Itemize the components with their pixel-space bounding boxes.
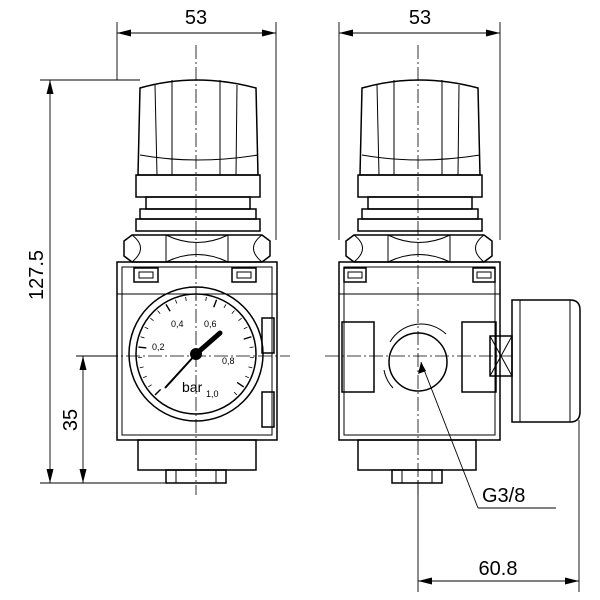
side-body xyxy=(338,261,501,484)
pressure-gauge: 0,2 0,4 0,6 0,8 1,0 bar xyxy=(128,286,264,422)
port-opening xyxy=(383,323,448,392)
gauge-tick xyxy=(142,375,147,379)
gauge-tick xyxy=(236,381,245,388)
gauge-tick xyxy=(205,296,207,301)
dim-side-width: 53 xyxy=(338,7,501,240)
gauge-tick xyxy=(213,299,218,308)
thread-label: G3/8 xyxy=(482,485,525,507)
side-hex-nut xyxy=(345,234,493,263)
dim-total-height: 127.5 xyxy=(26,79,170,484)
side-knob xyxy=(357,79,483,232)
dim-side-width-label: 53 xyxy=(409,7,431,29)
gauge-tick xyxy=(245,375,250,379)
front-knob xyxy=(135,79,261,232)
gauge-tick xyxy=(243,326,248,330)
gauge-ticks xyxy=(138,296,254,396)
dim-depth-label: 60.8 xyxy=(479,558,518,580)
dim-port-height-label: 35 xyxy=(60,409,82,431)
gauge-tick-label-2: 0,4 xyxy=(171,319,184,329)
side-view: G3/8 xyxy=(325,45,581,509)
gauge-tick xyxy=(231,310,235,314)
gauge-tick xyxy=(223,304,227,308)
front-view: 0,2 0,4 0,6 0,8 1,0 bar xyxy=(104,45,290,495)
gauge-tick xyxy=(243,336,252,340)
gauge-unit-label: bar xyxy=(182,379,203,395)
gauge-tick xyxy=(140,336,145,339)
dim-front-width: 53 xyxy=(116,7,277,240)
gauge-tick xyxy=(150,317,154,322)
front-body xyxy=(116,261,278,484)
gauge-tick xyxy=(185,296,187,301)
gauge-hub xyxy=(190,348,202,360)
gauge-tick-label-4: 0,8 xyxy=(222,356,235,366)
dim-depth: 60.8 xyxy=(417,420,580,592)
gauge-tick xyxy=(148,384,152,388)
gauge-tick xyxy=(233,391,238,396)
gauge-tick-label-5: 1,0 xyxy=(206,389,219,399)
dim-front-width-label: 53 xyxy=(185,7,207,29)
front-hex-nut xyxy=(123,234,271,263)
gauge-tick xyxy=(139,366,144,369)
gauge-tick xyxy=(248,366,253,369)
gauge-tick-label-1: 0,2 xyxy=(152,342,165,352)
gauge-tick-label-3: 0,6 xyxy=(204,319,217,329)
side-gauge xyxy=(489,299,581,423)
dim-total-height-label: 127.5 xyxy=(26,250,48,300)
gauge-tick xyxy=(165,304,171,312)
thread-leader: G3/8 xyxy=(418,361,556,509)
gauge-tick xyxy=(138,346,147,349)
dim-port-height: 35 xyxy=(60,355,118,483)
gauge-tick xyxy=(238,317,242,322)
gauge-tick xyxy=(144,326,149,330)
gauge-tick xyxy=(154,388,162,396)
gauge-needle-tail xyxy=(164,353,197,389)
gauge-tick xyxy=(157,310,161,314)
gauge-tick xyxy=(175,299,178,304)
